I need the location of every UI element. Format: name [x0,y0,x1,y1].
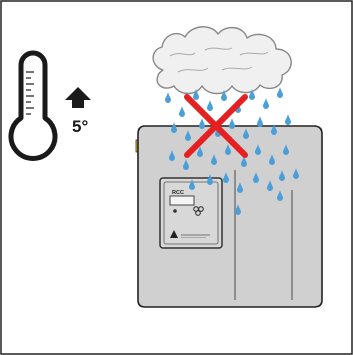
temperature-label: 5° [72,117,88,136]
panel-display [170,196,194,205]
panel-indicator [173,209,177,213]
panel-label: RCC [172,190,184,196]
